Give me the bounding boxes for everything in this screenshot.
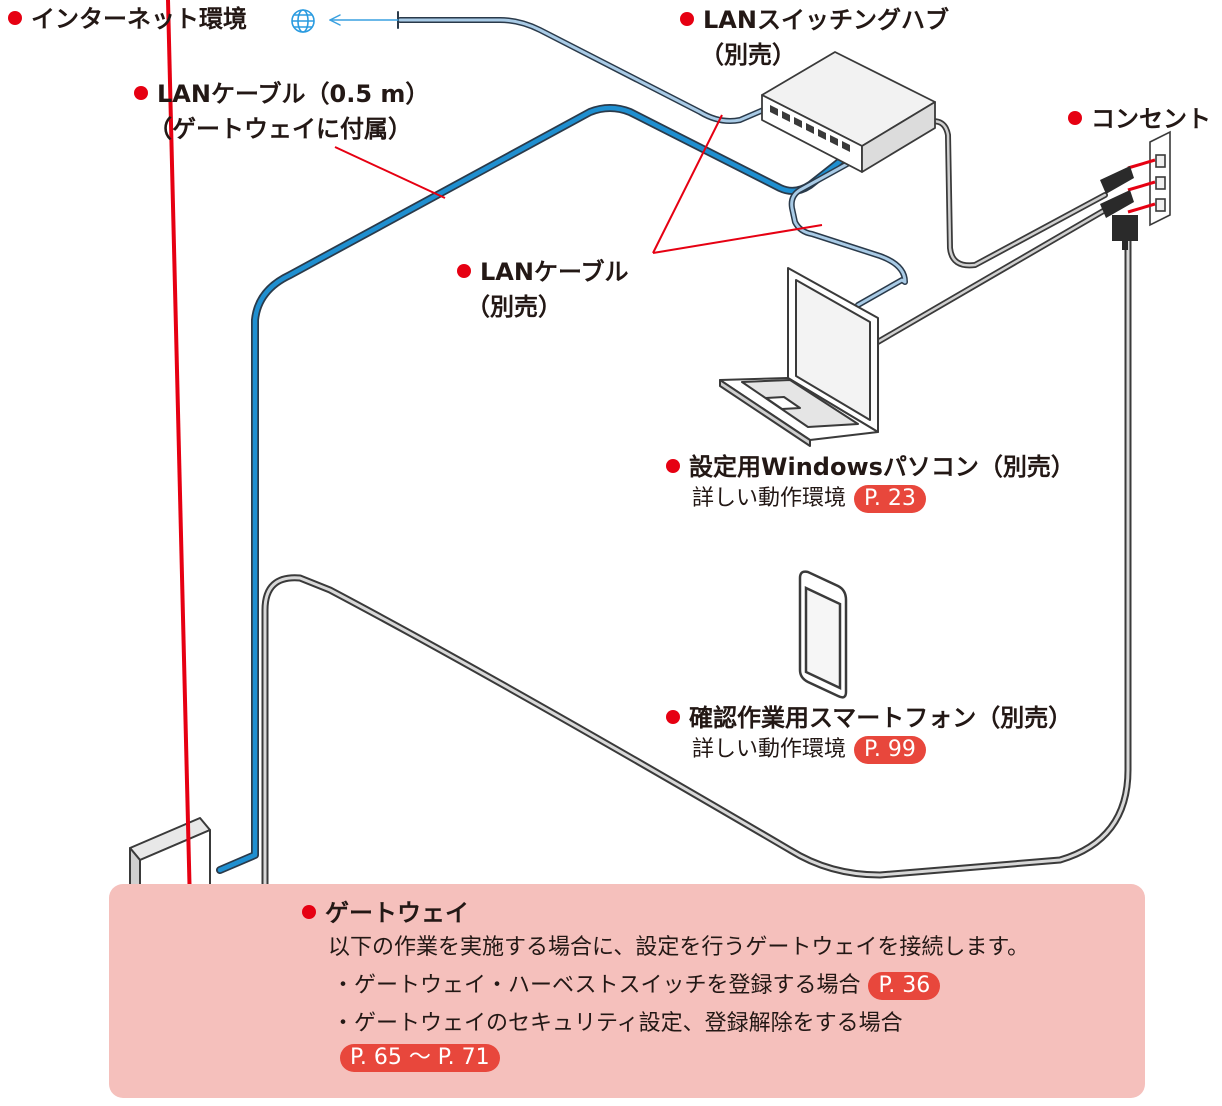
gateway-item-2-ref-link[interactable]: P. 65 ～ P. 71: [340, 1044, 500, 1072]
phone-label: 確認作業用スマートフォン（別売）: [666, 703, 1072, 733]
lan-cable-text: LANケーブル: [480, 258, 629, 286]
lan-cable-short-note: （ゲートウェイに付属）: [148, 114, 412, 144]
outlet-label: コンセント: [1068, 104, 1211, 134]
globe-icon: [291, 9, 315, 33]
laptop-icon: [719, 267, 879, 447]
phone-page-ref-link[interactable]: P. 99: [854, 736, 926, 764]
gateway-item-2-ref-row: P. 65 ～ P. 71: [340, 1044, 1029, 1072]
leader-lines: [334, 114, 823, 254]
lan-cable-label: LANケーブル: [457, 257, 629, 287]
internet-text: インターネット環境: [31, 5, 247, 33]
gateway-title: ゲートウェイ: [302, 898, 1029, 928]
lan-cable-short-text: LANケーブル（0.5 m）: [157, 80, 430, 108]
switch-hub-note-text: （別売）: [700, 41, 796, 69]
smartphone-icon: [798, 570, 848, 699]
bullet-dot: [302, 905, 316, 919]
gateway-item-1-ref-link[interactable]: P. 36: [868, 972, 941, 1000]
laptop-power-cable: [873, 207, 1108, 346]
gateway-description: 以下の作業を実施する場合に、設定を行うゲートウェイを接続します。: [328, 935, 1030, 960]
gateway-info-panel: [109, 884, 1145, 1098]
pc-label: 設定用Windowsパソコン（別売）: [666, 452, 1075, 482]
pc-detail: 詳しい動作環境 P. 23: [692, 485, 926, 513]
hub-power-cable: [925, 118, 1108, 269]
internet-label: インターネット環境: [8, 4, 247, 34]
power-outlet-icon: [1149, 130, 1171, 227]
lan-cable-internet: [329, 11, 771, 124]
pc-page-ref-link[interactable]: P. 23: [854, 485, 926, 513]
lan-cable-note: （別売）: [466, 292, 562, 322]
gateway-device-icon: [129, 0, 217, 1015]
switch-hub-text: LANスイッチングハブ: [703, 6, 949, 34]
bullet-dot: [666, 459, 680, 473]
pc-text: 設定用Windowsパソコン（別売）: [689, 453, 1075, 481]
phone-detail: 詳しい動作環境 P. 99: [692, 736, 926, 764]
lan-cable-laptop: [788, 155, 908, 308]
bullet-dot: [8, 11, 22, 25]
power-plug-icon: [1100, 158, 1156, 250]
bullet-dot: [1068, 111, 1082, 125]
phone-text: 確認作業用スマートフォン（別売）: [689, 704, 1073, 732]
switch-hub-note: （別売）: [700, 40, 796, 70]
switch-hub-label: LANスイッチングハブ: [680, 5, 949, 35]
bullet-dot: [134, 86, 148, 100]
bullet-dot: [680, 12, 694, 26]
lan-cable-short-label: LANケーブル（0.5 m）: [134, 79, 429, 109]
lan-cable-note-text: （別売）: [466, 293, 562, 321]
gateway-power-cable: [261, 236, 1132, 904]
gateway-item-1: ・ゲートウェイ・ハーベストスイッチを登録する場合 P. 36: [332, 972, 1029, 1000]
bullet-dot: [457, 264, 471, 278]
outlet-text: コンセント: [1091, 105, 1211, 133]
lan-cable-short-note-text: （ゲートウェイに付属）: [148, 115, 412, 143]
bullet-dot: [666, 710, 680, 724]
gateway-title-text: ゲートウェイ: [325, 899, 469, 927]
gateway-info-text: ゲートウェイ 以下の作業を実施する場合に、設定を行うゲートウェイを接続します。 …: [302, 898, 1029, 1072]
switch-hub-icon: [761, 51, 936, 173]
gateway-item-2: ・ゲートウェイのセキュリティ設定、登録解除をする場合: [332, 1011, 903, 1036]
phone-detail-text: 詳しい動作環境: [692, 737, 847, 762]
pc-detail-text: 詳しい動作環境: [692, 486, 847, 511]
gateway-item-1-text: ・ゲートウェイ・ハーベストスイッチを登録する場合: [332, 973, 861, 998]
